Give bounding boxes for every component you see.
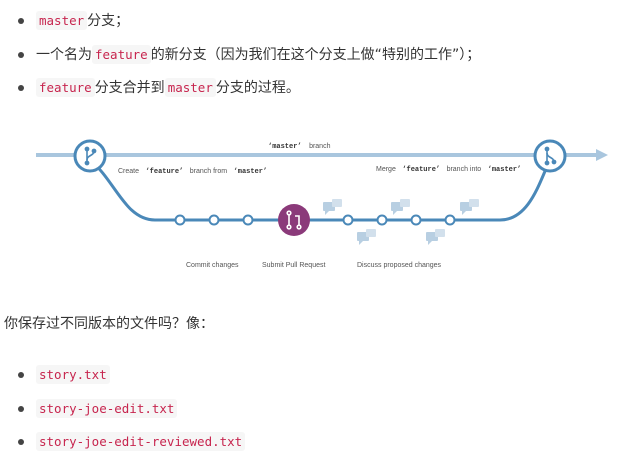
- comment-icon: [323, 199, 342, 215]
- code-filename: story-joe-edit.txt: [36, 398, 178, 418]
- paragraph-text: 你保存过不同版本的文件吗？像：: [4, 316, 214, 332]
- commit-node: [174, 214, 186, 226]
- arrow-head-icon: [596, 149, 608, 161]
- commit-node: [242, 214, 254, 226]
- list-item-text: 的新分支（因为我们在这个分支上做“特别的工作”）；: [150, 46, 481, 63]
- list-item-text: 分支；: [87, 13, 130, 29]
- comment-icon: [391, 199, 410, 215]
- comment-icon: [357, 229, 376, 245]
- list-item: story.txt: [18, 364, 245, 398]
- pull-request-icon: [286, 210, 302, 230]
- branch-icon: [84, 146, 97, 166]
- list-item-text-mid: 分支合并到: [94, 80, 165, 96]
- commit-node: [376, 214, 388, 226]
- commit-node: [342, 214, 354, 226]
- discuss-changes-label: Discuss proposed changes: [357, 262, 442, 269]
- code-master: master: [164, 78, 216, 97]
- git-branch-diagram: ‘master’ branch Create ‘feature’ branch …: [36, 136, 608, 269]
- list-item: story-joe-edit-reviewed.txt: [18, 431, 246, 465]
- bullet-list-files: story.txt story-joe-edit.txt story-joe-e…: [18, 364, 246, 465]
- pull-request-node: [278, 204, 310, 236]
- code-feature: feature: [92, 44, 151, 64]
- branch-start-node: [73, 139, 107, 173]
- comment-icon: [460, 199, 479, 215]
- list-item: story-joe-edit.txt: [18, 398, 245, 432]
- comment-icon: [426, 229, 445, 245]
- create-branch-label: Create ‘feature’ branch from ‘master’: [118, 161, 267, 177]
- master-branch-label: ‘master’ branch: [268, 136, 331, 152]
- code-master: master: [36, 11, 88, 30]
- commit-changes-label: Commit changes: [186, 262, 239, 269]
- code-filename: story.txt: [36, 365, 110, 384]
- list-item-text: 分支的过程。: [215, 80, 300, 96]
- merge-branch-label: Merge ‘feature’ branch into ‘master’: [376, 159, 521, 175]
- merge-icon: [544, 146, 557, 166]
- commit-node: [208, 214, 220, 226]
- list-item-text-pre: 一个名为: [36, 46, 92, 63]
- feature-branch-path: [89, 158, 552, 222]
- commit-node: [444, 214, 456, 226]
- code-filename: story-joe-edit-reviewed.txt: [36, 432, 246, 451]
- code-feature: feature: [36, 78, 95, 97]
- branch-merge-node: [533, 139, 567, 173]
- commit-node: [410, 214, 422, 226]
- submit-pr-label: Submit Pull Request: [262, 262, 325, 269]
